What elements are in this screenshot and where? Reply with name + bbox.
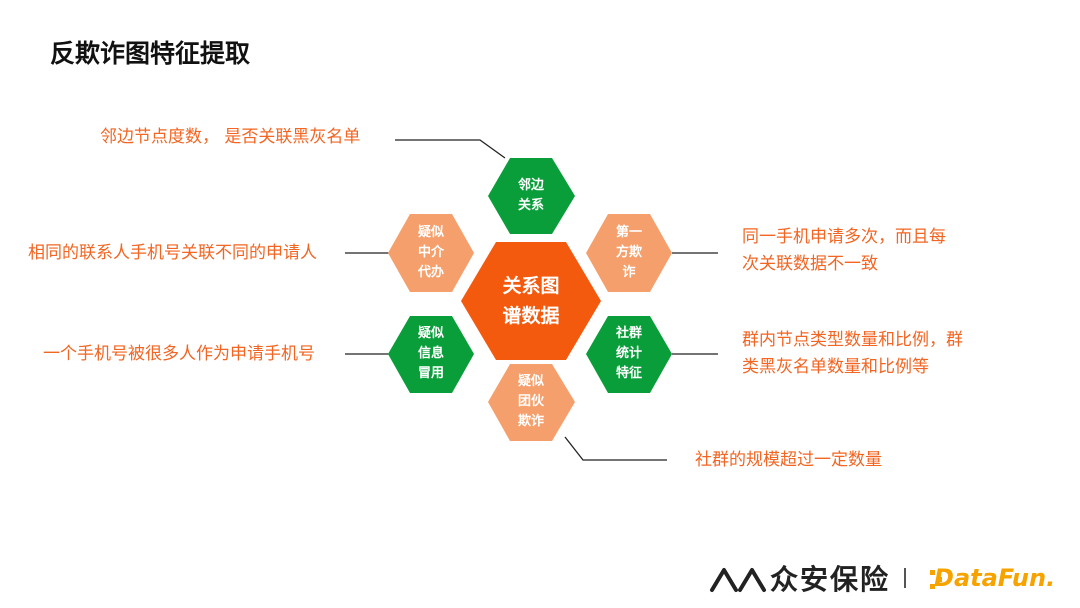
hex-center: [461, 242, 601, 360]
connector-top: [395, 139, 506, 159]
hex-upper-left: [388, 214, 474, 292]
page-title: 反欺诈图特征提取: [50, 39, 251, 68]
hex-top-label: 邻边关系: [517, 178, 544, 213]
desc-lower-right: 群内节点类型数量和比例，群 类黑灰名单数量和比例等: [742, 330, 963, 377]
hex-bottom-label: 疑似团伙欺诈: [517, 374, 544, 429]
hex-center-label: 关系图谱数据: [502, 275, 560, 327]
desc-bottom: 社群的规模超过一定数量: [695, 450, 882, 470]
hex-lower-left: [388, 316, 474, 393]
footer-divider: [904, 568, 907, 588]
hex-top: [488, 158, 575, 234]
desc-top: 邻边节点度数， 是否关联黑灰名单: [100, 127, 361, 147]
desc-lower-left: 一个手机号被很多人作为申请手机号: [43, 344, 315, 364]
datafun-logo-icon: [930, 570, 942, 589]
desc-upper-left: 相同的联系人手机号关联不同的申请人: [28, 243, 317, 263]
hex-upper-left-label: 疑似中介代办: [417, 225, 444, 280]
footer-logos: 众安保险 DataFun.: [708, 558, 1055, 598]
hex-upper-right-label: 第一方欺诈: [615, 225, 642, 280]
zhongan-logo-icon: [710, 568, 766, 592]
hex-upper-right: [586, 214, 672, 292]
hex-lower-right: [586, 316, 672, 393]
brand-name: 众安保险: [770, 563, 891, 596]
connector-bottom: [564, 436, 667, 461]
hex-lower-left-label: 疑似信息冒用: [417, 326, 444, 381]
partner-name: DataFun.: [934, 564, 1056, 592]
hex-lower-right-label: 社群统计特征: [615, 326, 642, 381]
desc-upper-right: 同一手机申请多次，而且每 次关联数据不一致: [742, 227, 946, 274]
hex-bottom: [488, 364, 575, 441]
